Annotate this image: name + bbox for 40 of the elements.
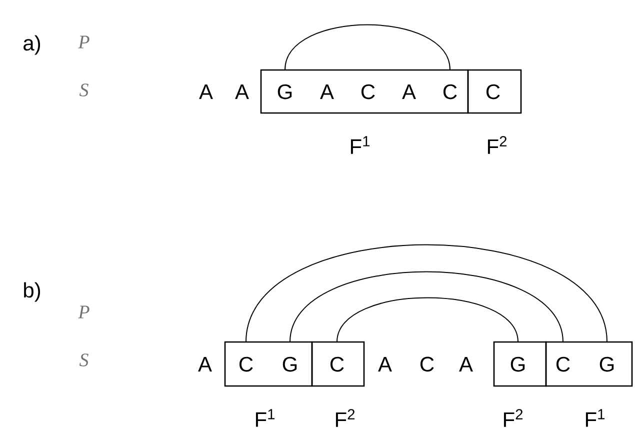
factor-label: F$^{2}$ — [488, 136, 506, 154]
row-label: S — [79, 354, 88, 366]
letter: C — [443, 84, 457, 100]
letter: A — [402, 84, 416, 99]
panel-label: a) — [24, 35, 40, 55]
letter: A — [235, 84, 249, 99]
letter: A — [320, 84, 334, 99]
arc — [246, 244, 608, 342]
factor-box — [545, 341, 633, 387]
arc — [284, 24, 450, 70]
factor-label: F$^{2}$ — [504, 409, 522, 427]
letter: G — [510, 356, 525, 372]
letter: C — [240, 356, 253, 372]
arc — [290, 271, 564, 342]
row-label: S — [79, 84, 88, 96]
letter: C — [556, 356, 570, 372]
letter: A — [198, 357, 212, 372]
letter: A — [459, 357, 473, 372]
factor-box — [493, 341, 547, 387]
factor-label: F$^{2}$ — [336, 409, 354, 427]
letter: C — [486, 84, 500, 100]
row-label: P — [78, 36, 90, 48]
letter: G — [282, 356, 297, 372]
letter: C — [420, 356, 434, 372]
arc — [336, 297, 518, 342]
letter: A — [199, 84, 213, 99]
factor-label: F$^{1}$ — [256, 409, 275, 427]
letter: G — [278, 84, 292, 100]
factor-box — [467, 69, 522, 114]
factor-box — [311, 341, 365, 387]
letter: C — [330, 356, 344, 372]
letter: G — [600, 356, 614, 372]
factor-label: F$^{1}$ — [350, 136, 370, 154]
letter: C — [361, 84, 375, 100]
factor-box — [224, 341, 313, 387]
panel-label: b) — [24, 282, 40, 302]
row-label: P — [78, 306, 90, 318]
factor-label: F$^{1}$ — [586, 409, 605, 427]
factor-box — [260, 69, 469, 114]
letter: A — [378, 357, 392, 372]
